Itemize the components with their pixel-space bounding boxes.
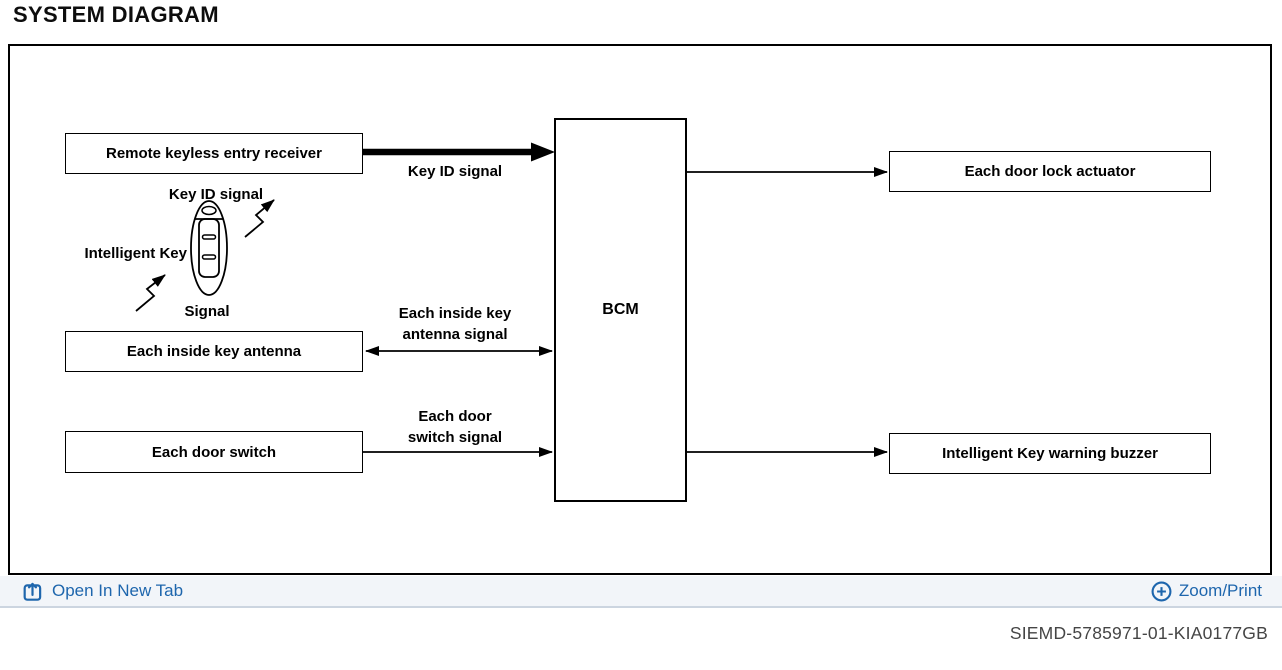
rf-signal-zigzag-up-icon: [244, 199, 275, 238]
label-key-id-signal-fob: Key ID signal: [168, 186, 264, 203]
label-door-switch-signal: Each door switch signal: [408, 406, 502, 448]
zoom-print-link[interactable]: Zoom/Print: [1150, 580, 1262, 603]
label-line: switch signal: [407, 429, 503, 446]
label-signal: Signal: [184, 303, 230, 320]
open-in-new-tab-label: Open In New Tab: [52, 581, 184, 600]
open-in-new-tab-icon: [23, 582, 42, 601]
label-inside-key-antenna-signal: Each inside key antenna signal: [399, 303, 512, 345]
box-bcm: BCM: [554, 118, 687, 502]
label-line: Each door: [418, 408, 492, 425]
label-key-id-signal-arrow: Key ID signal: [407, 163, 503, 180]
zoom-plus-icon: [1151, 581, 1172, 601]
box-label: BCM: [602, 301, 639, 318]
viewer-toolbar: Open In New Tab Zoom/Print: [0, 576, 1282, 608]
box-label: Each door switch: [151, 443, 277, 461]
box-label: Intelligent Key warning buzzer: [942, 445, 1158, 462]
box-label: Each inside key antenna: [126, 343, 302, 360]
figure-code: SIEMD-5785971-01-KIA0177GB: [1009, 623, 1268, 643]
rf-signal-zigzag-down-icon: [135, 274, 166, 312]
page-title: SYSTEM DIAGRAM: [13, 2, 219, 27]
label-line: antenna signal: [402, 326, 508, 343]
box-remote-keyless-entry-receiver: Remote keyless entry receiver: [65, 133, 363, 174]
label-line: Each inside key: [398, 305, 512, 322]
box-door-lock-actuator: Each door lock actuator: [889, 151, 1211, 192]
box-intelligent-key-warning-buzzer: Intelligent Key warning buzzer: [889, 433, 1211, 474]
label-intelligent-key: Intelligent Key: [84, 245, 187, 262]
box-door-switch: Each door switch: [65, 431, 363, 473]
box-label: Remote keyless entry receiver: [106, 145, 322, 162]
key-id-signal-arrow: [363, 142, 555, 162]
intelligent-key-fob-icon: [190, 200, 228, 296]
system-diagram-canvas: Remote keyless entry receiver Each insid…: [8, 44, 1272, 575]
box-inside-key-antenna: Each inside key antenna: [65, 331, 363, 372]
zoom-print-label: Zoom/Print: [1178, 581, 1262, 600]
box-label: Each door lock actuator: [964, 163, 1136, 180]
open-in-new-tab-link[interactable]: Open In New Tab: [22, 581, 183, 602]
